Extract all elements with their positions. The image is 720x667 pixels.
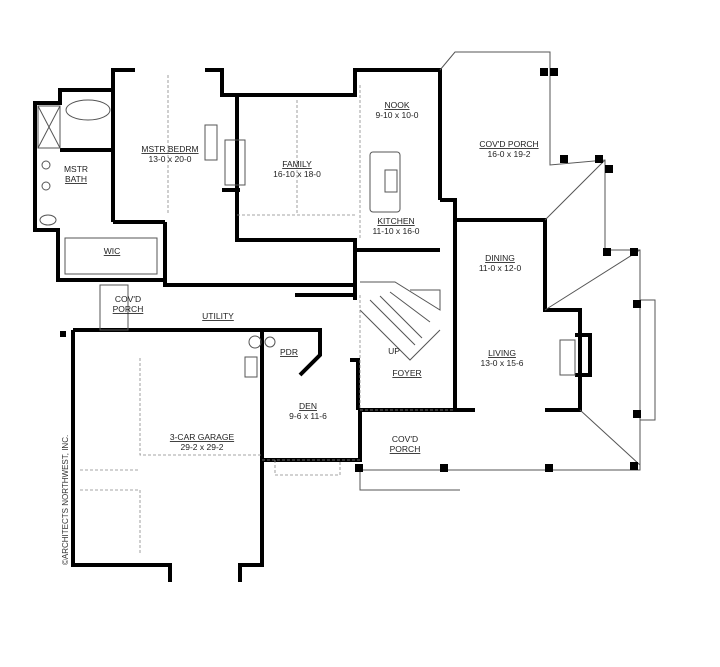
mstr-bath-name-2: BATH [65,174,87,184]
dashed-lines [80,75,455,555]
dining-name: DINING [485,253,515,263]
porch-posts [60,68,641,472]
mstr-bedrm-size: 13-0 x 20-0 [149,154,192,164]
side-porch-name-1: COV'D [115,294,141,304]
copyright-notice: ©ARCHITECTS NORTHWEST, INC. [61,435,70,565]
front-porch-name-2: PORCH [390,444,421,454]
room-labels: MSTR BEDRM 13-0 x 20-0 MSTR BATH WIC FAM… [64,100,539,454]
porch-outlines [99,51,656,491]
kitchen-size: 11-10 x 16-0 [372,226,419,236]
nook-name: NOOK [384,100,409,110]
exterior-walls [33,68,592,582]
kitchen-name: KITCHEN [377,216,414,226]
living-name: LIVING [488,348,516,358]
wic-name: WIC [104,246,121,256]
pdr-name: PDR [280,347,298,357]
garage-name: 3-CAR GARAGE [170,432,235,442]
family-size: 16-10 x 18-0 [273,169,321,179]
garage-size: 29-2 x 29-2 [181,442,224,452]
stairs-up-label: UP [388,346,400,356]
living-size: 13-0 x 15-6 [481,358,524,368]
rear-porch-name: COV'D PORCH [479,139,538,149]
dining-size: 11-0 x 12-0 [479,263,522,273]
family-name: FAMILY [282,159,312,169]
rear-porch-size: 16-0 x 19-2 [488,149,531,159]
side-porch-name-2: PORCH [113,304,144,314]
nook-size: 9-10 x 10-0 [376,110,419,120]
den-size: 9-6 x 11-6 [289,411,327,421]
front-porch-name-1: COV'D [392,434,418,444]
den-name: DEN [299,401,317,411]
mstr-bedrm-name: MSTR BEDRM [141,144,198,154]
fixtures [37,99,576,378]
utility-name: UTILITY [202,311,234,321]
foyer-name: FOYER [392,368,421,378]
mstr-bath-name-1: MSTR [64,164,88,174]
